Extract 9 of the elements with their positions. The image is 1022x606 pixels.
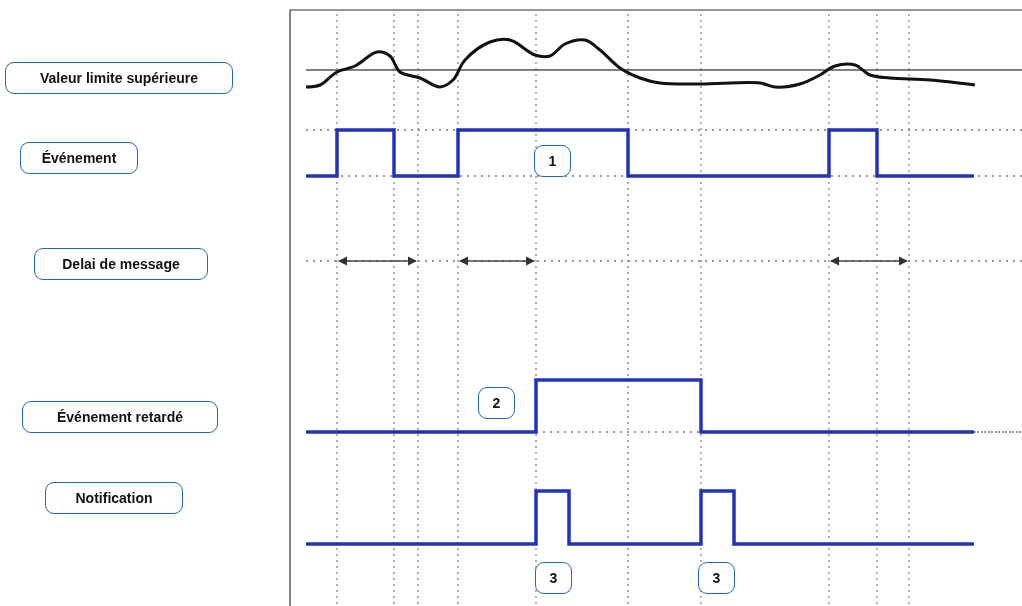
signal-label: Delai de message (34, 248, 208, 280)
callout-number: 3 (535, 562, 572, 594)
callout-number: 2 (478, 387, 515, 419)
signal-label: Événement (20, 142, 138, 174)
signal-label: Notification (45, 482, 183, 514)
signal-label: Événement retardé (22, 401, 218, 433)
callout-number: 3 (698, 562, 735, 594)
callout-number: 1 (534, 145, 571, 177)
signal-label: Valeur limite supérieure (5, 62, 233, 94)
